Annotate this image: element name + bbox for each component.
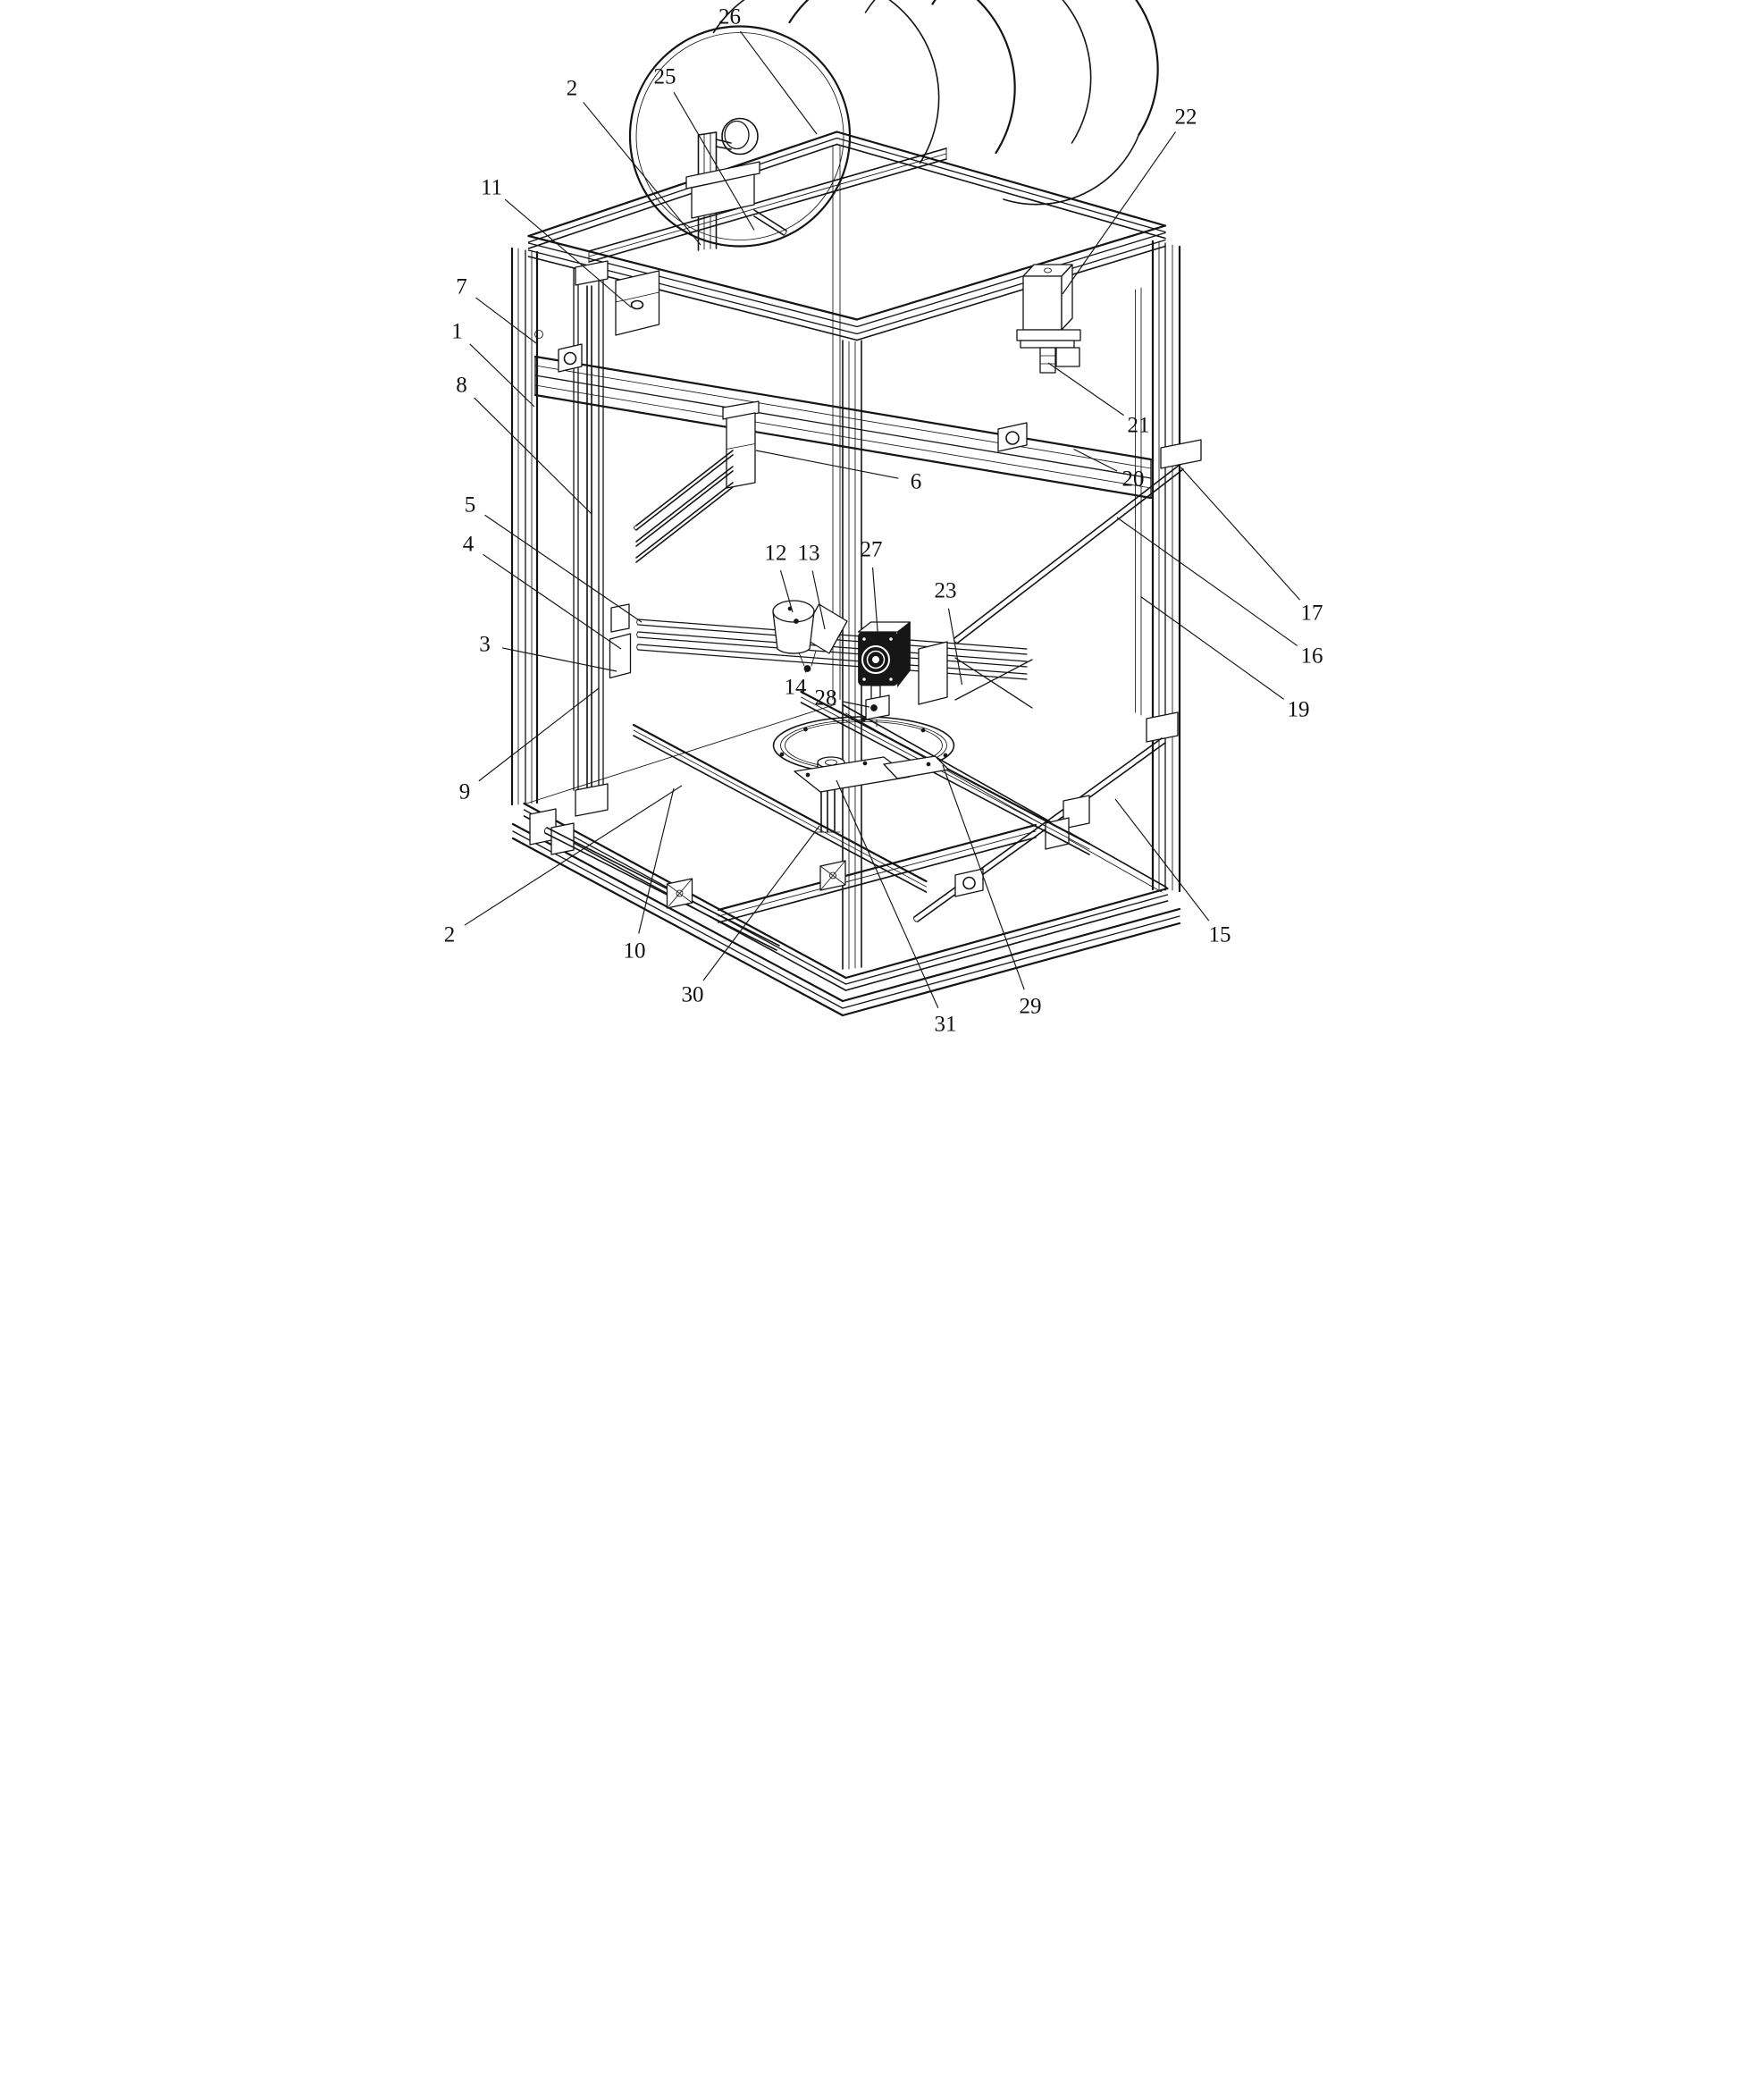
part-label-12: 12	[764, 542, 786, 566]
motor-mount-left	[614, 270, 659, 336]
part-label-31: 31	[934, 1013, 956, 1037]
part-label-25: 25	[653, 65, 676, 89]
left-guide-rod-lower	[528, 808, 780, 951]
leader-line-21	[1047, 362, 1124, 417]
filament-spool	[628, 0, 1159, 248]
leader-line-2-bottom	[464, 785, 682, 926]
leader-line-3	[501, 647, 617, 672]
part-label-11: 11	[480, 176, 501, 200]
part-label-7: 7	[456, 275, 467, 299]
leader-line-19	[1139, 596, 1284, 700]
leader-line-16	[1116, 517, 1298, 646]
leader-line-25	[673, 91, 754, 231]
reference-labels-layer: 26 2 25 22 11 7 1 8 21 20 6 5 4 12 13 27 23 17 16 3 14 28 19 9 1…	[443, 5, 1323, 1037]
corner-brackets	[533, 330, 1028, 897]
part-label-5: 5	[464, 493, 475, 518]
part-label-22: 22	[1174, 105, 1197, 130]
part-label-1: 1	[451, 320, 463, 344]
part-label-14: 14	[784, 676, 807, 700]
part-label-27: 27	[860, 538, 882, 562]
rotary-build-platter	[772, 716, 954, 833]
part-label-30: 30	[681, 983, 703, 1007]
leader-line-4	[482, 553, 621, 650]
frame-top-face	[526, 130, 1166, 341]
right-guide-rod-upper	[953, 439, 1202, 644]
part-label-20: 20	[1121, 467, 1144, 492]
stepper-motor-right	[1015, 264, 1081, 374]
leader-line-15	[1114, 798, 1209, 922]
xy-belts	[635, 619, 1033, 709]
leader-line-2-top	[582, 102, 701, 246]
y-stage-rails	[632, 690, 1090, 923]
leader-line-28	[842, 701, 869, 708]
leader-line-11	[504, 198, 632, 308]
part-label-23: 23	[934, 579, 956, 603]
leader-line-9	[477, 687, 599, 782]
leader-line-10	[637, 787, 675, 934]
part-label-21: 21	[1127, 414, 1149, 438]
leader-line-7	[475, 297, 536, 344]
frame-posts	[510, 145, 1180, 970]
x-carriage-plate-right	[917, 641, 948, 705]
part-label-16: 16	[1300, 644, 1323, 669]
leader-line-14	[804, 668, 808, 673]
part-label-15: 15	[1208, 923, 1231, 947]
gantry-carriage	[721, 400, 760, 489]
extruder-assembly	[771, 600, 911, 728]
leader-line-12	[779, 570, 794, 613]
spool-holder	[685, 131, 787, 251]
leader-line-1	[468, 343, 534, 408]
part-label-4: 4	[462, 533, 474, 557]
z-carriage-plate-left	[609, 633, 631, 679]
leader-line-27	[871, 567, 879, 643]
part-label-10: 10	[623, 939, 645, 964]
part-label-28: 28	[814, 686, 836, 711]
leader-line-5	[483, 514, 642, 623]
shaft-coupler	[1038, 347, 1056, 374]
leader-line-6	[755, 450, 898, 479]
leader-line-8	[473, 397, 592, 515]
leader-line-20	[1072, 448, 1117, 472]
leader-line-29	[941, 764, 1025, 990]
leader-line-26	[739, 30, 817, 135]
leader-line-30	[702, 825, 819, 981]
figure-canvas: 26 2 25 22 11 7 1 8 21 20 6 5 4 12 13 27 23 17 16 3 14 28 19 9 1…	[441, 0, 1323, 1040]
frame-bottom-face	[511, 703, 1180, 1017]
part-label-29: 29	[1019, 995, 1041, 1019]
part-label-19: 19	[1287, 698, 1309, 722]
part-label-9: 9	[458, 780, 470, 804]
part-label-17: 17	[1300, 602, 1323, 626]
leader-line-17	[1180, 467, 1300, 601]
leader-line-22	[1062, 131, 1176, 295]
part-label-2-bottom: 2	[443, 923, 455, 947]
part-label-3: 3	[479, 633, 491, 657]
x-guide-rods	[633, 450, 734, 563]
part-label-6: 6	[910, 470, 921, 494]
x-gantry-beam	[533, 355, 1152, 500]
patent-figure-svg: 26 2 25 22 11 7 1 8 21 20 6 5 4 12 13 27 23 17 16 3 14 28 19 9 1…	[443, 0, 1323, 1037]
part-label-13: 13	[797, 542, 819, 566]
leader-line-13	[811, 570, 826, 630]
part-label-8: 8	[456, 374, 467, 398]
part-label-2-top: 2	[566, 77, 577, 101]
part-label-26: 26	[718, 5, 741, 29]
leader-line-23	[947, 608, 962, 686]
leader-line-31	[835, 779, 938, 1008]
